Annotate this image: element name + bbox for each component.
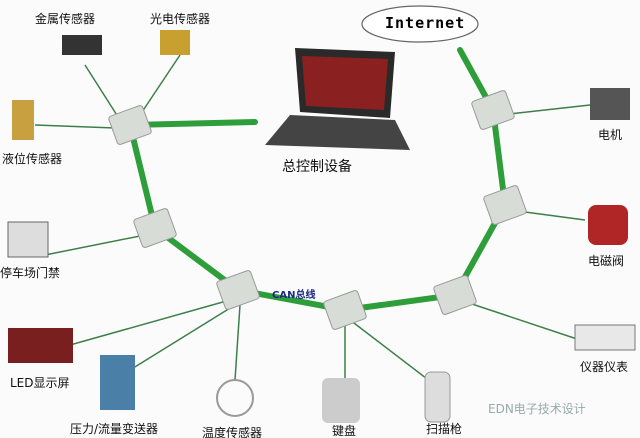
keyboard-icon <box>322 378 360 423</box>
meter-icon <box>574 324 636 351</box>
label-scanner: 扫描枪 <box>426 422 463 436</box>
temp-sensor-icon <box>216 379 254 417</box>
laptop <box>265 48 410 150</box>
label-meter: 仪器仪表 <box>580 360 629 374</box>
controller-label: 总控制设备 <box>282 159 352 175</box>
can-module <box>323 290 367 330</box>
label-pressure: 压力/流量变送器 <box>70 422 159 436</box>
label-temp: 温度传感器 <box>202 426 263 438</box>
label-led: LED显示屏 <box>10 376 70 390</box>
can-module <box>471 90 515 130</box>
label-keyboard: 键盘 <box>332 424 357 438</box>
level-sensor-icon <box>12 100 34 140</box>
label-metal: 金属传感器 <box>35 12 96 26</box>
label-parking: 停车场门禁 <box>0 266 61 280</box>
branch-meter <box>459 299 581 341</box>
device-icons <box>7 30 636 423</box>
branch-led <box>69 299 231 346</box>
label-motor: 电机 <box>598 128 623 142</box>
internet-label: Internet <box>385 14 466 32</box>
label-level: 液位传感器 <box>2 152 63 166</box>
can-module <box>433 275 477 315</box>
valve-icon <box>588 205 628 245</box>
can-module <box>133 208 177 248</box>
metal-sensor-icon <box>62 35 102 55</box>
branch-photo <box>139 54 181 116</box>
can-module <box>483 185 527 225</box>
scanner-icon <box>424 371 451 423</box>
label-valve: 电磁阀 <box>588 254 625 268</box>
branch-pressure <box>129 304 236 371</box>
branch-motor <box>499 104 591 116</box>
cloud <box>361 5 479 43</box>
watermark: EDN电子技术设计 <box>488 402 586 416</box>
label-photo: 光电传感器 <box>150 12 211 26</box>
branch-temp <box>234 304 241 381</box>
parking-gate-icon <box>7 221 49 258</box>
can-module <box>108 105 152 145</box>
branch-scanner <box>349 319 436 386</box>
branch-level <box>34 124 116 129</box>
pressure-transmitter-icon <box>100 355 135 410</box>
motor-icon <box>590 88 630 120</box>
photo-sensor-icon <box>160 30 190 55</box>
can-module <box>216 270 260 310</box>
branch-parking <box>44 234 146 256</box>
branch-metal <box>84 64 121 121</box>
can-bus-label: CAN总线 <box>272 290 316 301</box>
led-display-icon <box>8 328 73 363</box>
can-modules <box>108 90 527 330</box>
